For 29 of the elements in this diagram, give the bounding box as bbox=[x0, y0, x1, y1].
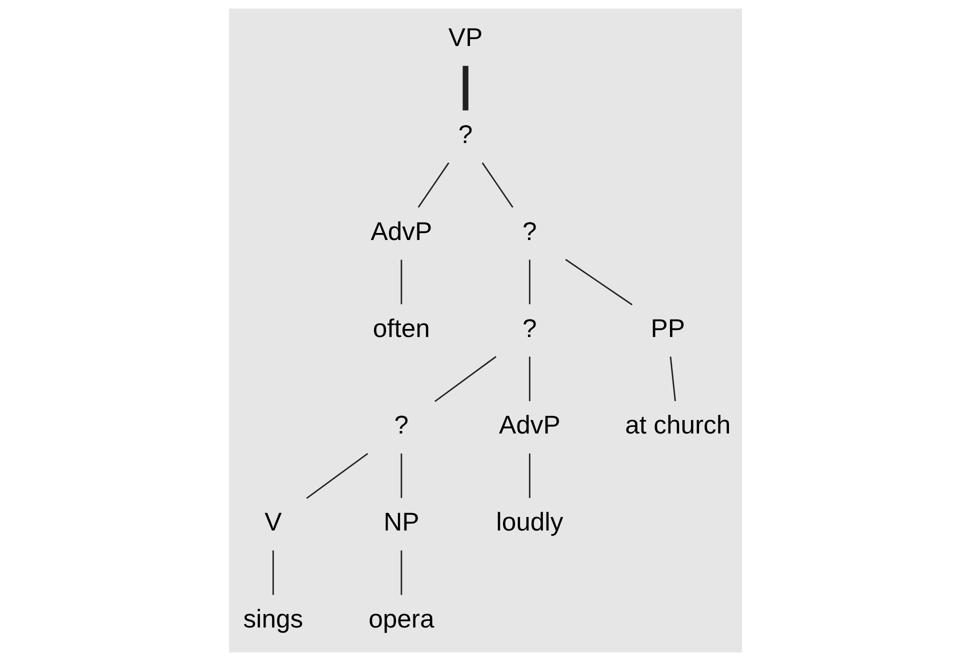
node-text: AdvP bbox=[498, 412, 560, 440]
connector bbox=[528, 454, 530, 498]
node-text: NP bbox=[383, 508, 419, 537]
node-text: ? bbox=[394, 412, 408, 440]
connector bbox=[417, 162, 449, 208]
node-text: sings bbox=[242, 605, 303, 634]
node-text: VP bbox=[448, 24, 482, 52]
connector bbox=[564, 258, 632, 306]
connector bbox=[306, 452, 368, 499]
connector bbox=[481, 162, 513, 208]
node-text: at church bbox=[624, 412, 730, 440]
node-text: ? bbox=[522, 314, 536, 343]
connector bbox=[400, 550, 402, 595]
node-text: V bbox=[264, 508, 282, 537]
node-text: ? bbox=[522, 218, 536, 246]
connector bbox=[669, 356, 676, 402]
node-text: often bbox=[372, 314, 430, 343]
connector bbox=[528, 356, 530, 402]
connector bbox=[400, 454, 402, 498]
connector bbox=[528, 260, 530, 304]
node-text: ? bbox=[458, 120, 472, 149]
node-text: loudly bbox=[496, 508, 563, 537]
node-text: AdvP bbox=[370, 218, 432, 246]
node-text: PP bbox=[650, 314, 685, 343]
connector bbox=[462, 66, 468, 110]
connector bbox=[400, 260, 402, 304]
connector bbox=[272, 550, 274, 595]
connector bbox=[434, 356, 496, 402]
node-text: opera bbox=[368, 605, 434, 634]
